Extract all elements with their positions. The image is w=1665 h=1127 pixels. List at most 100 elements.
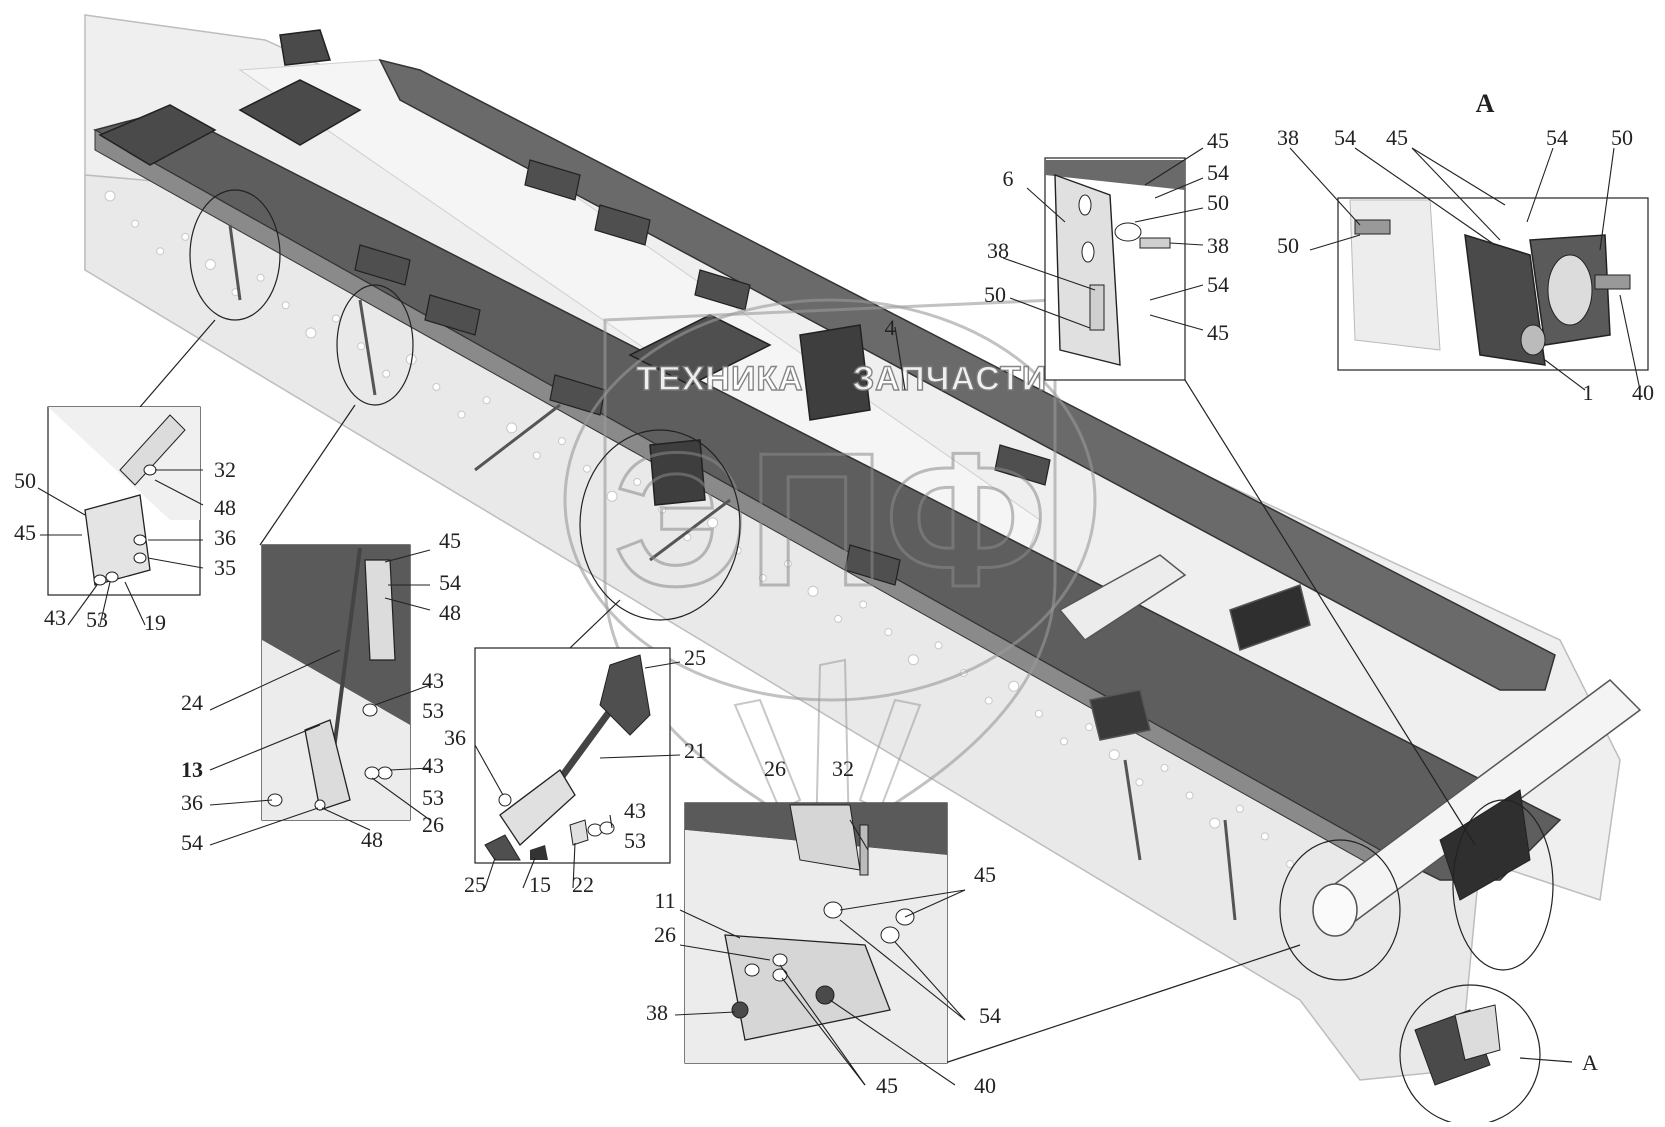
frame-bracket bbox=[354, 244, 411, 286]
frame-hole bbox=[1085, 723, 1094, 732]
plate11-label-38: 38 bbox=[646, 1000, 668, 1025]
rod13-label-54a: 54 bbox=[439, 570, 461, 595]
frame-hole bbox=[506, 422, 518, 434]
watermark-line1: ТЕХНИКА bbox=[636, 360, 803, 398]
rod13-label-45: 45 bbox=[439, 528, 461, 553]
bracket6-label-50a: 50 bbox=[1207, 190, 1229, 215]
callout-4: 4 bbox=[885, 315, 896, 340]
rod21-label-36: 36 bbox=[444, 725, 466, 750]
rod13-label-53a: 53 bbox=[422, 698, 444, 723]
right-longitudinal-member bbox=[378, 58, 1556, 691]
frame-hole bbox=[758, 574, 767, 582]
frame-hole bbox=[305, 327, 317, 339]
inset-left-bracket: 32 48 50 45 36 35 43 53 19 bbox=[14, 406, 236, 635]
left-label-50: 50 bbox=[14, 468, 36, 493]
frame-hole bbox=[1209, 817, 1221, 829]
watermark: ЭПФ ТЕХНИКА ЗАПЧАСТИ bbox=[563, 298, 1097, 887]
frame-bracket bbox=[424, 294, 481, 336]
frame-brackets bbox=[354, 159, 1051, 586]
rod13-label-43a: 43 bbox=[422, 668, 444, 693]
view-A-label-50b: 50 bbox=[1277, 233, 1299, 258]
frame-hole bbox=[204, 259, 216, 270]
frame-hole bbox=[707, 517, 719, 529]
rod21-label-43: 43 bbox=[624, 798, 646, 823]
frame-hole bbox=[807, 585, 819, 597]
frame-hole bbox=[907, 654, 919, 666]
mounting-plates bbox=[98, 29, 871, 506]
frame-bracket bbox=[524, 159, 581, 201]
frame-bracket bbox=[844, 544, 901, 586]
rod21-label-25b: 25 bbox=[464, 872, 486, 897]
rod21-label-22: 22 bbox=[572, 872, 594, 897]
frame-hole bbox=[532, 451, 541, 460]
leader-lines bbox=[139, 319, 1476, 1064]
frame-hole bbox=[332, 314, 340, 323]
frame-hole bbox=[984, 696, 993, 705]
view-A-label-54a: 54 bbox=[1334, 125, 1356, 150]
view-A-label-54b: 54 bbox=[1546, 125, 1568, 150]
frame-hole bbox=[432, 383, 441, 391]
cross-members bbox=[1058, 554, 1311, 741]
left-label-43: 43 bbox=[44, 605, 66, 630]
view-A-label-50a: 50 bbox=[1611, 125, 1633, 150]
bracket6-label-54b: 54 bbox=[1207, 272, 1229, 297]
frame-hole bbox=[156, 247, 165, 256]
view-A-label-38: 38 bbox=[1277, 125, 1299, 150]
frame-hole bbox=[583, 464, 591, 473]
frame-hole bbox=[859, 600, 868, 609]
left-label-48: 48 bbox=[214, 495, 236, 520]
left-label-32: 32 bbox=[214, 457, 236, 482]
frame-hole bbox=[1034, 709, 1043, 718]
rod21-label-53: 53 bbox=[624, 828, 646, 853]
bracket6-label-54a: 54 bbox=[1207, 160, 1229, 185]
bracket6-label-38b: 38 bbox=[1207, 233, 1229, 258]
rod21-label-25a: 25 bbox=[684, 645, 706, 670]
frame-hole bbox=[934, 641, 943, 650]
frame-hole bbox=[834, 614, 843, 623]
frame-hole bbox=[357, 342, 366, 351]
rod13-label-53b: 53 bbox=[422, 785, 444, 810]
left-label-35: 35 bbox=[214, 555, 236, 580]
rod21-label-15: 15 bbox=[529, 872, 551, 897]
detail-view-A-thumb bbox=[1414, 1004, 1501, 1086]
callout-A: A bbox=[1582, 1050, 1598, 1075]
left-label-45: 45 bbox=[14, 520, 36, 545]
rod13-label-48a: 48 bbox=[439, 600, 461, 625]
rod13-label-54b: 54 bbox=[181, 830, 203, 855]
inset-rod-21: 25 36 21 43 53 25 15 22 bbox=[444, 645, 706, 897]
frame-hole bbox=[457, 410, 466, 419]
rod21-label-21: 21 bbox=[684, 738, 706, 763]
watermark-logo: ЭПФ bbox=[613, 414, 1047, 626]
plate11-label-11: 11 bbox=[654, 888, 675, 913]
main-rods bbox=[228, 224, 1237, 921]
inset-bracket-6: 6 45 54 50 38 38 54 50 45 bbox=[984, 128, 1229, 381]
left-label-53: 53 bbox=[86, 607, 108, 632]
plate11-label-32: 32 bbox=[832, 756, 854, 781]
frame-hole bbox=[181, 232, 190, 241]
rod13-label-43b: 43 bbox=[422, 753, 444, 778]
frame-hole bbox=[1135, 778, 1144, 787]
plate11-label-54: 54 bbox=[979, 1003, 1001, 1028]
rear-tube bbox=[1312, 679, 1642, 937]
view-A-title: A bbox=[1476, 89, 1495, 118]
frame-bracket bbox=[549, 374, 606, 416]
bracket6-label-38a: 38 bbox=[987, 238, 1009, 263]
frame-hole bbox=[557, 437, 566, 446]
frame-hole bbox=[633, 478, 642, 486]
plate11-label-45a: 45 bbox=[974, 862, 996, 887]
plate11-label-45b: 45 bbox=[876, 1073, 898, 1098]
frame-bracket bbox=[594, 204, 651, 246]
watermark-line2: ЗАПЧАСТИ bbox=[853, 360, 1047, 398]
bracket6-label-45b: 45 bbox=[1207, 320, 1229, 345]
bracket6-label-45a: 45 bbox=[1207, 128, 1229, 153]
bracket6-label-6: 6 bbox=[1003, 166, 1014, 191]
frame-hole bbox=[1060, 737, 1068, 746]
frame-hole bbox=[606, 490, 618, 502]
frame-hole bbox=[1108, 749, 1120, 761]
rod13-label-13: 13 bbox=[181, 757, 203, 782]
rod13-label-36: 36 bbox=[181, 790, 203, 815]
frame-hole bbox=[482, 396, 491, 405]
frame-hole bbox=[281, 301, 290, 310]
